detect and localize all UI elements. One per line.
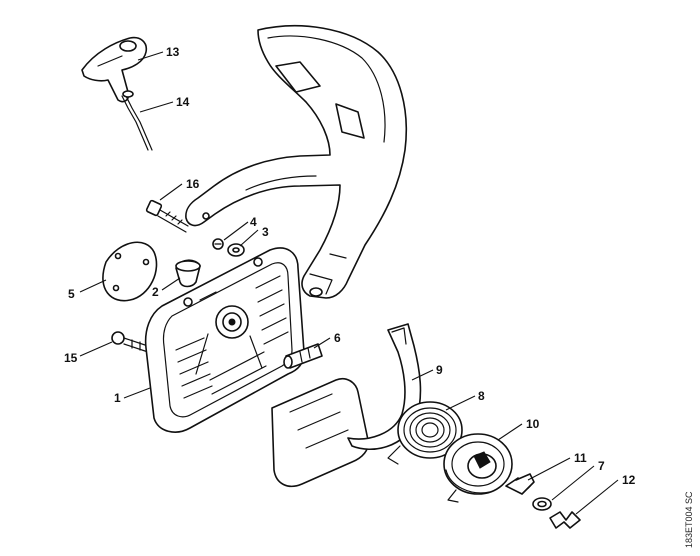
callout-7: 7 <box>598 459 605 473</box>
starter-grip <box>81 36 148 103</box>
callout-15: 15 <box>64 351 78 365</box>
starter-rope <box>121 90 153 151</box>
rope-rotor <box>443 433 513 503</box>
callout-10: 10 <box>526 417 540 431</box>
leader-lines <box>79 51 619 515</box>
pawl <box>505 473 535 495</box>
callout-8: 8 <box>478 389 485 403</box>
rewind-spring-coil <box>387 401 463 465</box>
washer <box>227 243 245 257</box>
callout-4: 4 <box>250 215 257 229</box>
spring-clip <box>549 511 581 529</box>
stud-pin <box>283 343 323 369</box>
front-handle <box>185 25 408 299</box>
knob-cap <box>175 259 201 288</box>
shoulder-screw <box>145 199 189 233</box>
fan-housing <box>144 247 305 433</box>
callout-9: 9 <box>436 363 443 377</box>
drawing-code: 183ET004 SC <box>684 491 694 548</box>
callout-14: 14 <box>176 95 190 109</box>
washer-small <box>532 497 552 511</box>
callout-16: 16 <box>186 177 200 191</box>
callout-1: 1 <box>114 391 121 405</box>
spring-housing <box>271 377 370 488</box>
callout-3: 3 <box>262 225 269 239</box>
callouts: 13 14 16 4 3 5 2 15 6 1 9 8 10 11 7 12 <box>64 45 636 487</box>
cover-plate <box>102 241 158 302</box>
callout-13: 13 <box>166 45 180 59</box>
callout-6: 6 <box>334 331 341 345</box>
screw-small <box>212 238 224 250</box>
callout-5: 5 <box>68 287 75 301</box>
screw-lower <box>111 331 149 353</box>
callout-12: 12 <box>622 473 636 487</box>
callout-2: 2 <box>152 285 159 299</box>
callout-11: 11 <box>574 451 587 465</box>
